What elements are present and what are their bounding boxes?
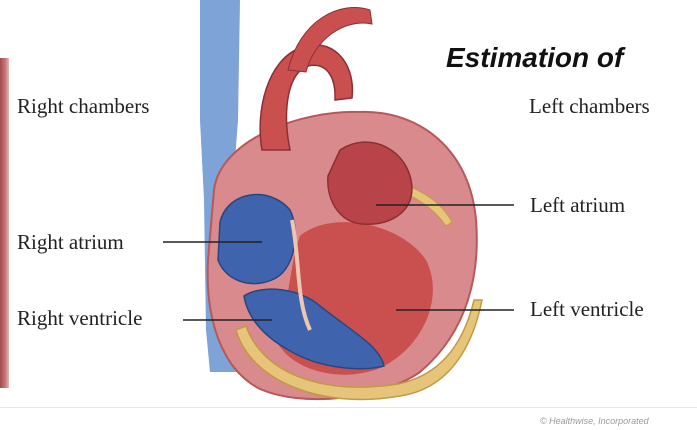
image-credit: © Healthwise, Incorporated <box>540 416 649 426</box>
label-left-ventricle: Left ventricle <box>530 297 644 322</box>
label-left-atrium: Left atrium <box>530 193 625 218</box>
bottom-divider <box>0 407 697 408</box>
label-right-chambers: Right chambers <box>17 94 149 119</box>
label-right-ventricle: Right ventricle <box>17 306 142 331</box>
label-left-chambers: Left chambers <box>529 94 650 119</box>
label-right-atrium: Right atrium <box>17 230 124 255</box>
slide-title: Estimation of <box>446 42 623 74</box>
right-atrium-chamber <box>218 195 295 284</box>
